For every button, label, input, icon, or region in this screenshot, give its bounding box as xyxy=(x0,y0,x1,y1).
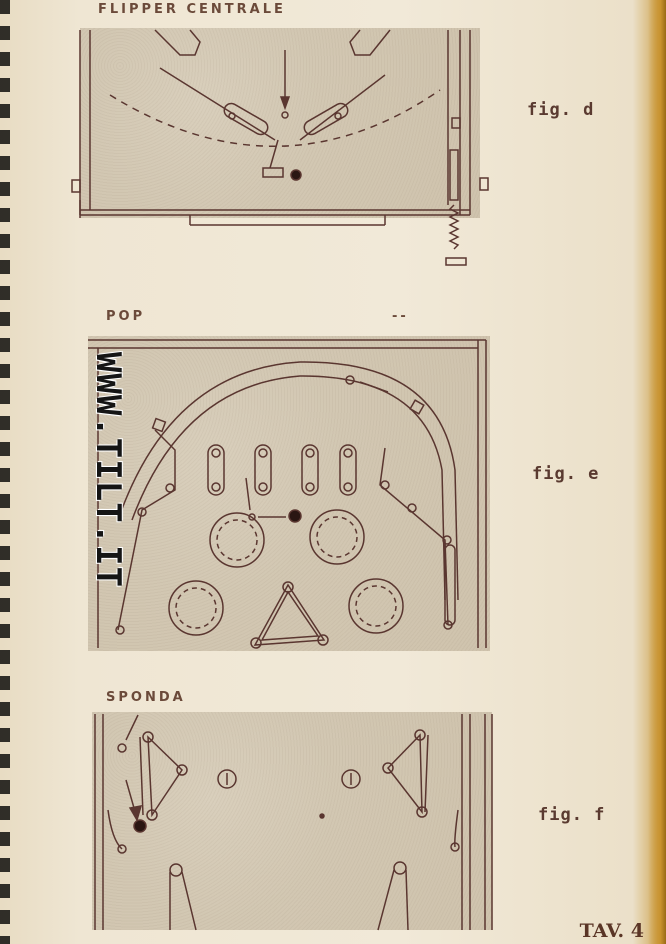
figure-d-panel xyxy=(80,28,480,218)
figure-e-mark: -- xyxy=(392,309,409,324)
pop-bumper-icon xyxy=(309,509,365,565)
figure-e-panel xyxy=(88,336,490,651)
spiral-binding xyxy=(0,0,10,944)
figure-f-title: SPONDA xyxy=(106,690,186,705)
figure-f-label: fig. f xyxy=(538,805,606,825)
figure-e-title: POP xyxy=(106,309,146,324)
pop-bumper-icon xyxy=(168,580,224,636)
plate-number: TAV. 4 xyxy=(579,920,644,942)
flipper-icon xyxy=(303,102,349,136)
figure-d-label: fig. d xyxy=(527,100,595,120)
figure-e-label: fig. e xyxy=(532,464,600,484)
pop-bumper-icon xyxy=(209,512,265,568)
pop-bumper-icon xyxy=(348,578,404,634)
flipper-icon xyxy=(223,102,269,136)
figure-d-title: FLIPPER CENTRALE xyxy=(98,2,286,17)
figure-f-panel xyxy=(92,712,492,930)
page-edge xyxy=(648,0,666,944)
